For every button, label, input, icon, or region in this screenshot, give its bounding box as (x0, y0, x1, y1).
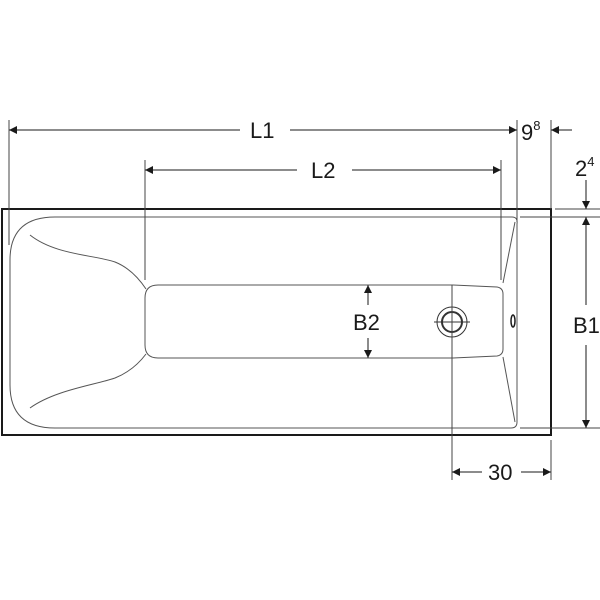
label-drain-offset: 30 (488, 460, 512, 485)
backrest-curves (29, 234, 147, 409)
dimension-B2: B2 (353, 285, 380, 358)
dimension-drain-offset: 30 (452, 460, 551, 485)
label-rim-side: 98 (521, 118, 540, 145)
overflow-icon (510, 314, 516, 328)
dimension-rim-side: 98 (521, 118, 572, 145)
label-rim-top: 24 (575, 154, 594, 181)
dimension-rim-top: 24 (575, 154, 594, 209)
label-L2: L2 (311, 158, 335, 183)
extension-lines (8, 120, 600, 480)
tub-floor (144, 284, 504, 359)
dimension-L1: L1 (9, 118, 517, 143)
label-L1: L1 (250, 118, 274, 143)
dimension-B1: B1 (573, 217, 600, 428)
dimension-L2: L2 (145, 158, 501, 183)
label-B2: B2 (353, 310, 380, 335)
label-B1: B1 (573, 313, 600, 338)
tub-outer-rim (1, 208, 552, 436)
foot-end-lines (502, 221, 516, 423)
